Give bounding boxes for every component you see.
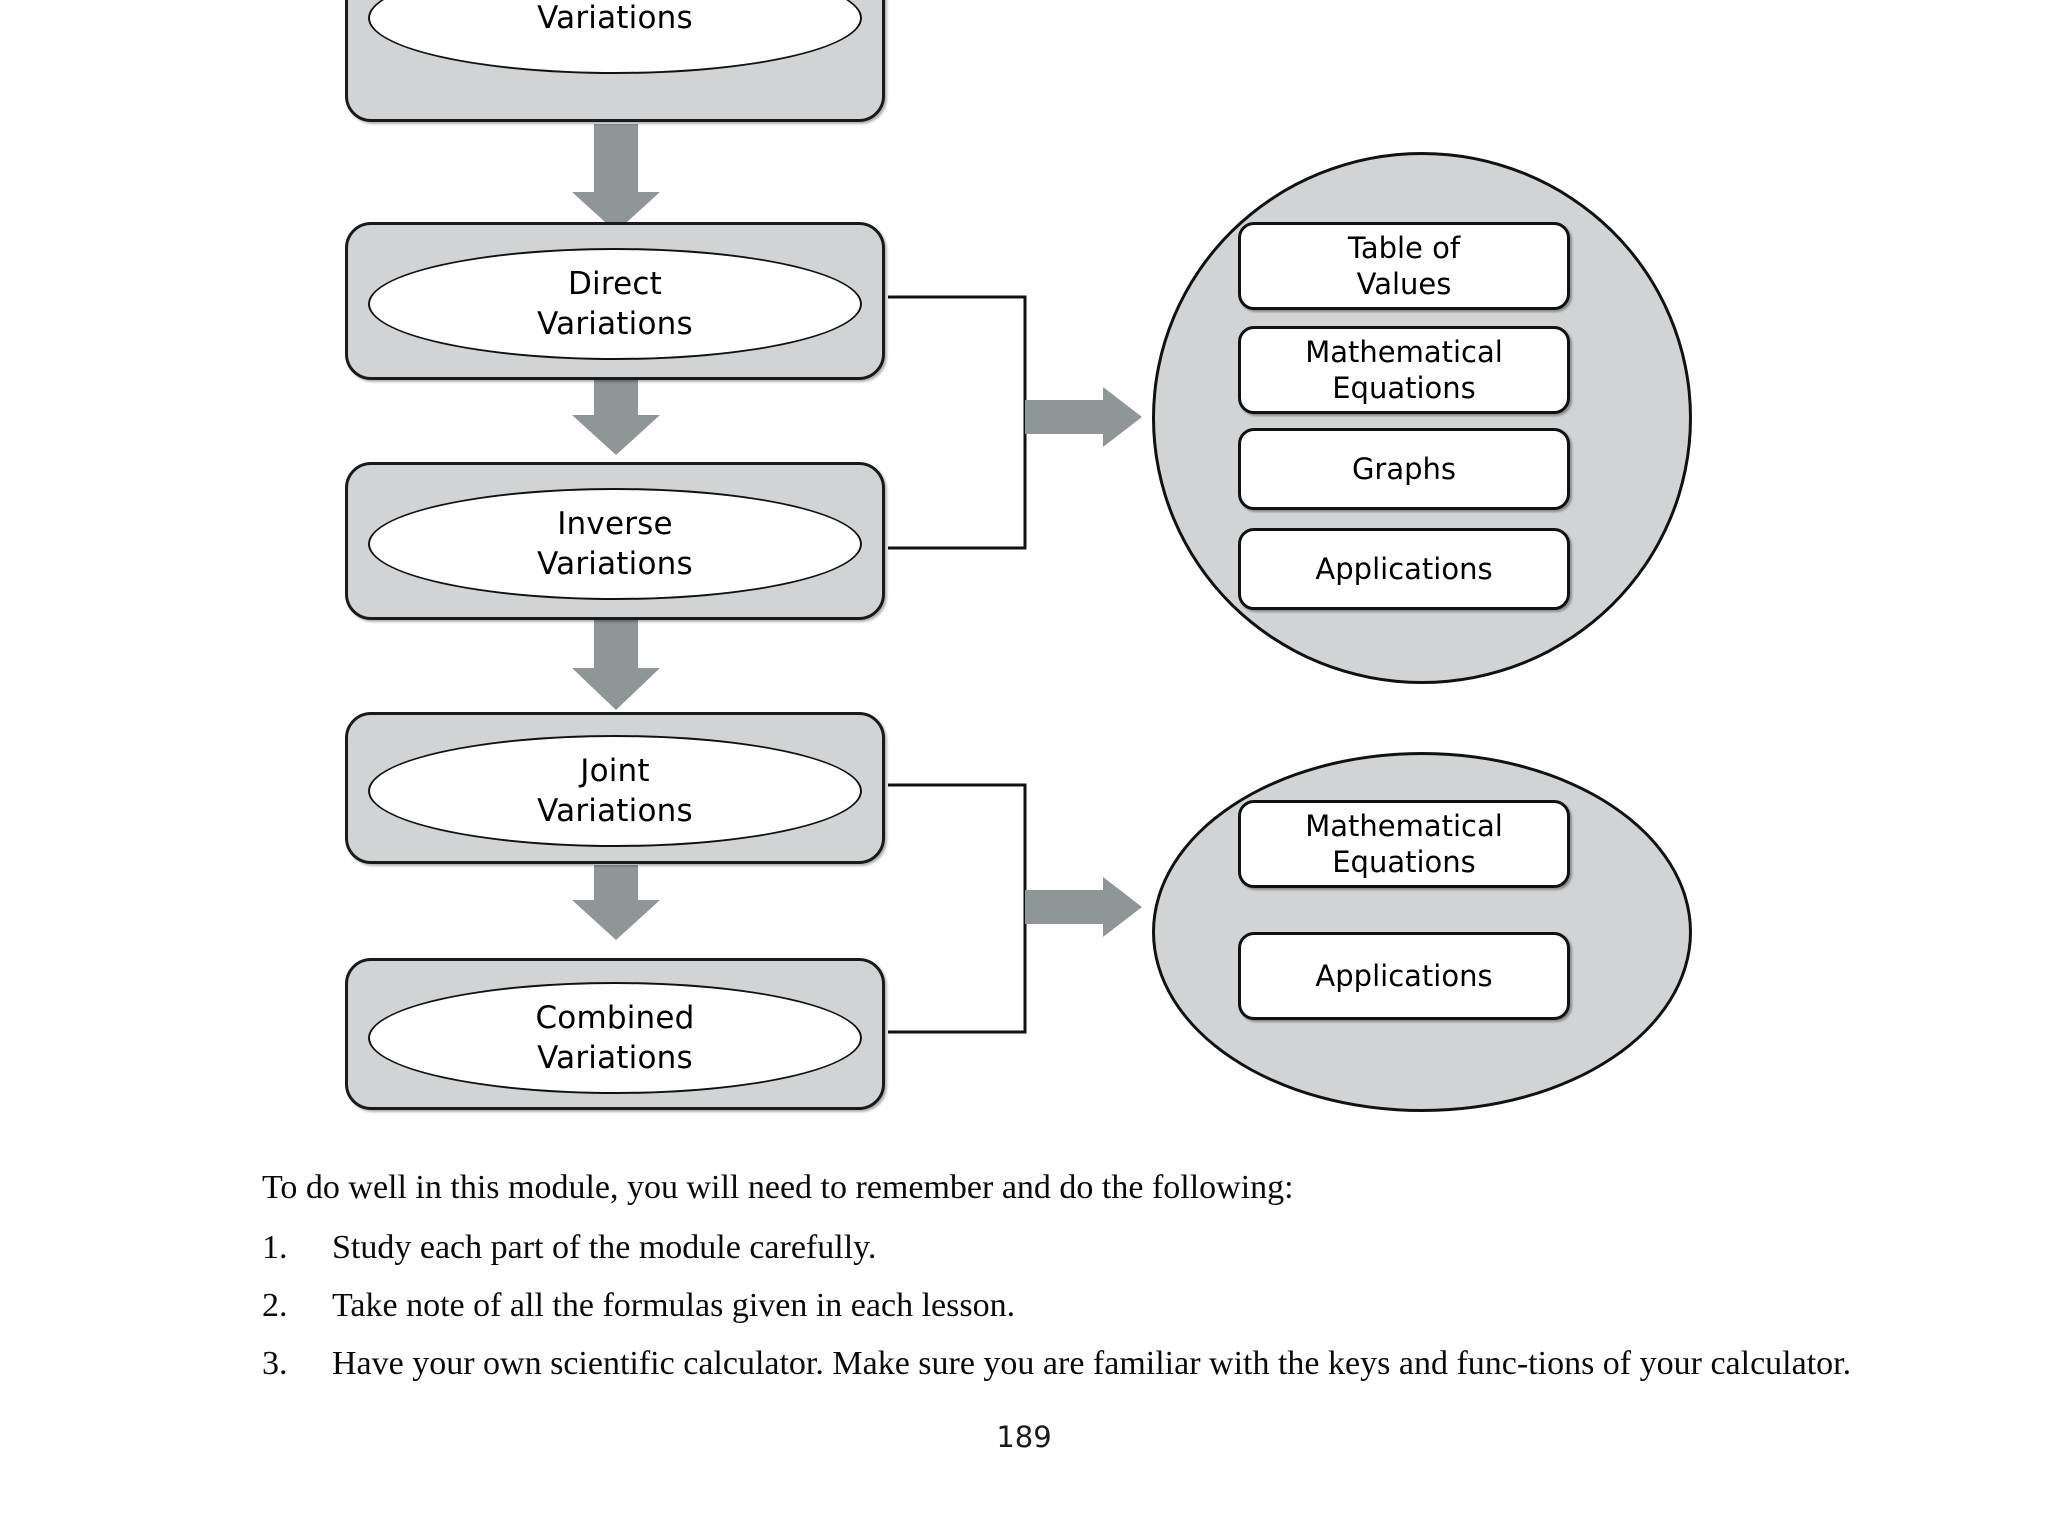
instructions-intro: To do well in this module, you will need… [262,1169,1294,1206]
bracket-upper [888,295,1027,550]
group-lower-item-applications[interactable]: Applications [1238,932,1570,1020]
item-label: Applications [1315,959,1493,993]
group-upper-item-table-of-values[interactable]: Table of Values [1238,222,1570,310]
list-item: 3. Have your own scientific calculator. … [262,1341,1902,1387]
bracket-lower [888,783,1027,1034]
arrow-to-group-upper [1025,387,1142,447]
item-label: Table of Values [1347,231,1461,301]
node-inverse-variations[interactable]: Inverse Variations [368,488,862,600]
list-item-marker: 1. [262,1229,288,1266]
list-item-marker: 2. [262,1287,288,1324]
node-joint-variations-label: Joint Variations [537,753,693,829]
arrow-to-group-lower [1025,877,1142,937]
list-item: 1. Study each part of the module careful… [262,1225,1902,1271]
arrow-direct-to-inverse [572,380,660,455]
arrow-joint-to-combined [572,865,660,940]
arrow-inverse-to-joint [572,620,660,710]
group-lower-item-mathematical-equations[interactable]: Mathematical Equations [1238,800,1570,888]
node-direct-variations-label: Direct Variations [537,266,693,342]
group-upper-item-graphs[interactable]: Graphs [1238,428,1570,510]
item-label: Mathematical Equations [1305,335,1503,405]
group-upper-item-mathematical-equations[interactable]: Mathematical Equations [1238,326,1570,414]
list-item: 2. Take note of all the formulas given i… [262,1283,1902,1329]
node-combined-variations[interactable]: Combined Variations [368,982,862,1094]
item-label: Applications [1315,552,1493,586]
instructions-list: 1. Study each part of the module careful… [262,1225,1902,1387]
node-combined-variations-label: Combined Variations [535,1000,695,1076]
list-item-marker: 3. [262,1345,288,1382]
node-joint-variations[interactable]: Joint Variations [368,735,862,847]
list-item-text: Study each part of the module carefully. [332,1229,877,1266]
node-direct-variations[interactable]: Direct Variations [368,248,862,360]
item-label: Mathematical Equations [1305,809,1503,879]
connector-layer [572,124,1142,1034]
page-number: 189 [996,1420,1052,1454]
list-item-text: Take note of all the formulas given in e… [332,1287,1016,1324]
variations-flowchart: Variations Direct Variations Inverse Var… [345,0,1692,1112]
arrow-variations-to-direct [572,124,660,232]
instructions-block: To do well in this module, you will need… [262,1165,1902,1399]
list-item-text: Have your own scientific calculator. Mak… [332,1345,1852,1382]
item-label: Graphs [1351,452,1457,486]
group-upper-item-applications[interactable]: Applications [1238,528,1570,610]
node-variations-label: Variations [537,0,693,36]
node-inverse-variations-label: Inverse Variations [537,506,693,582]
